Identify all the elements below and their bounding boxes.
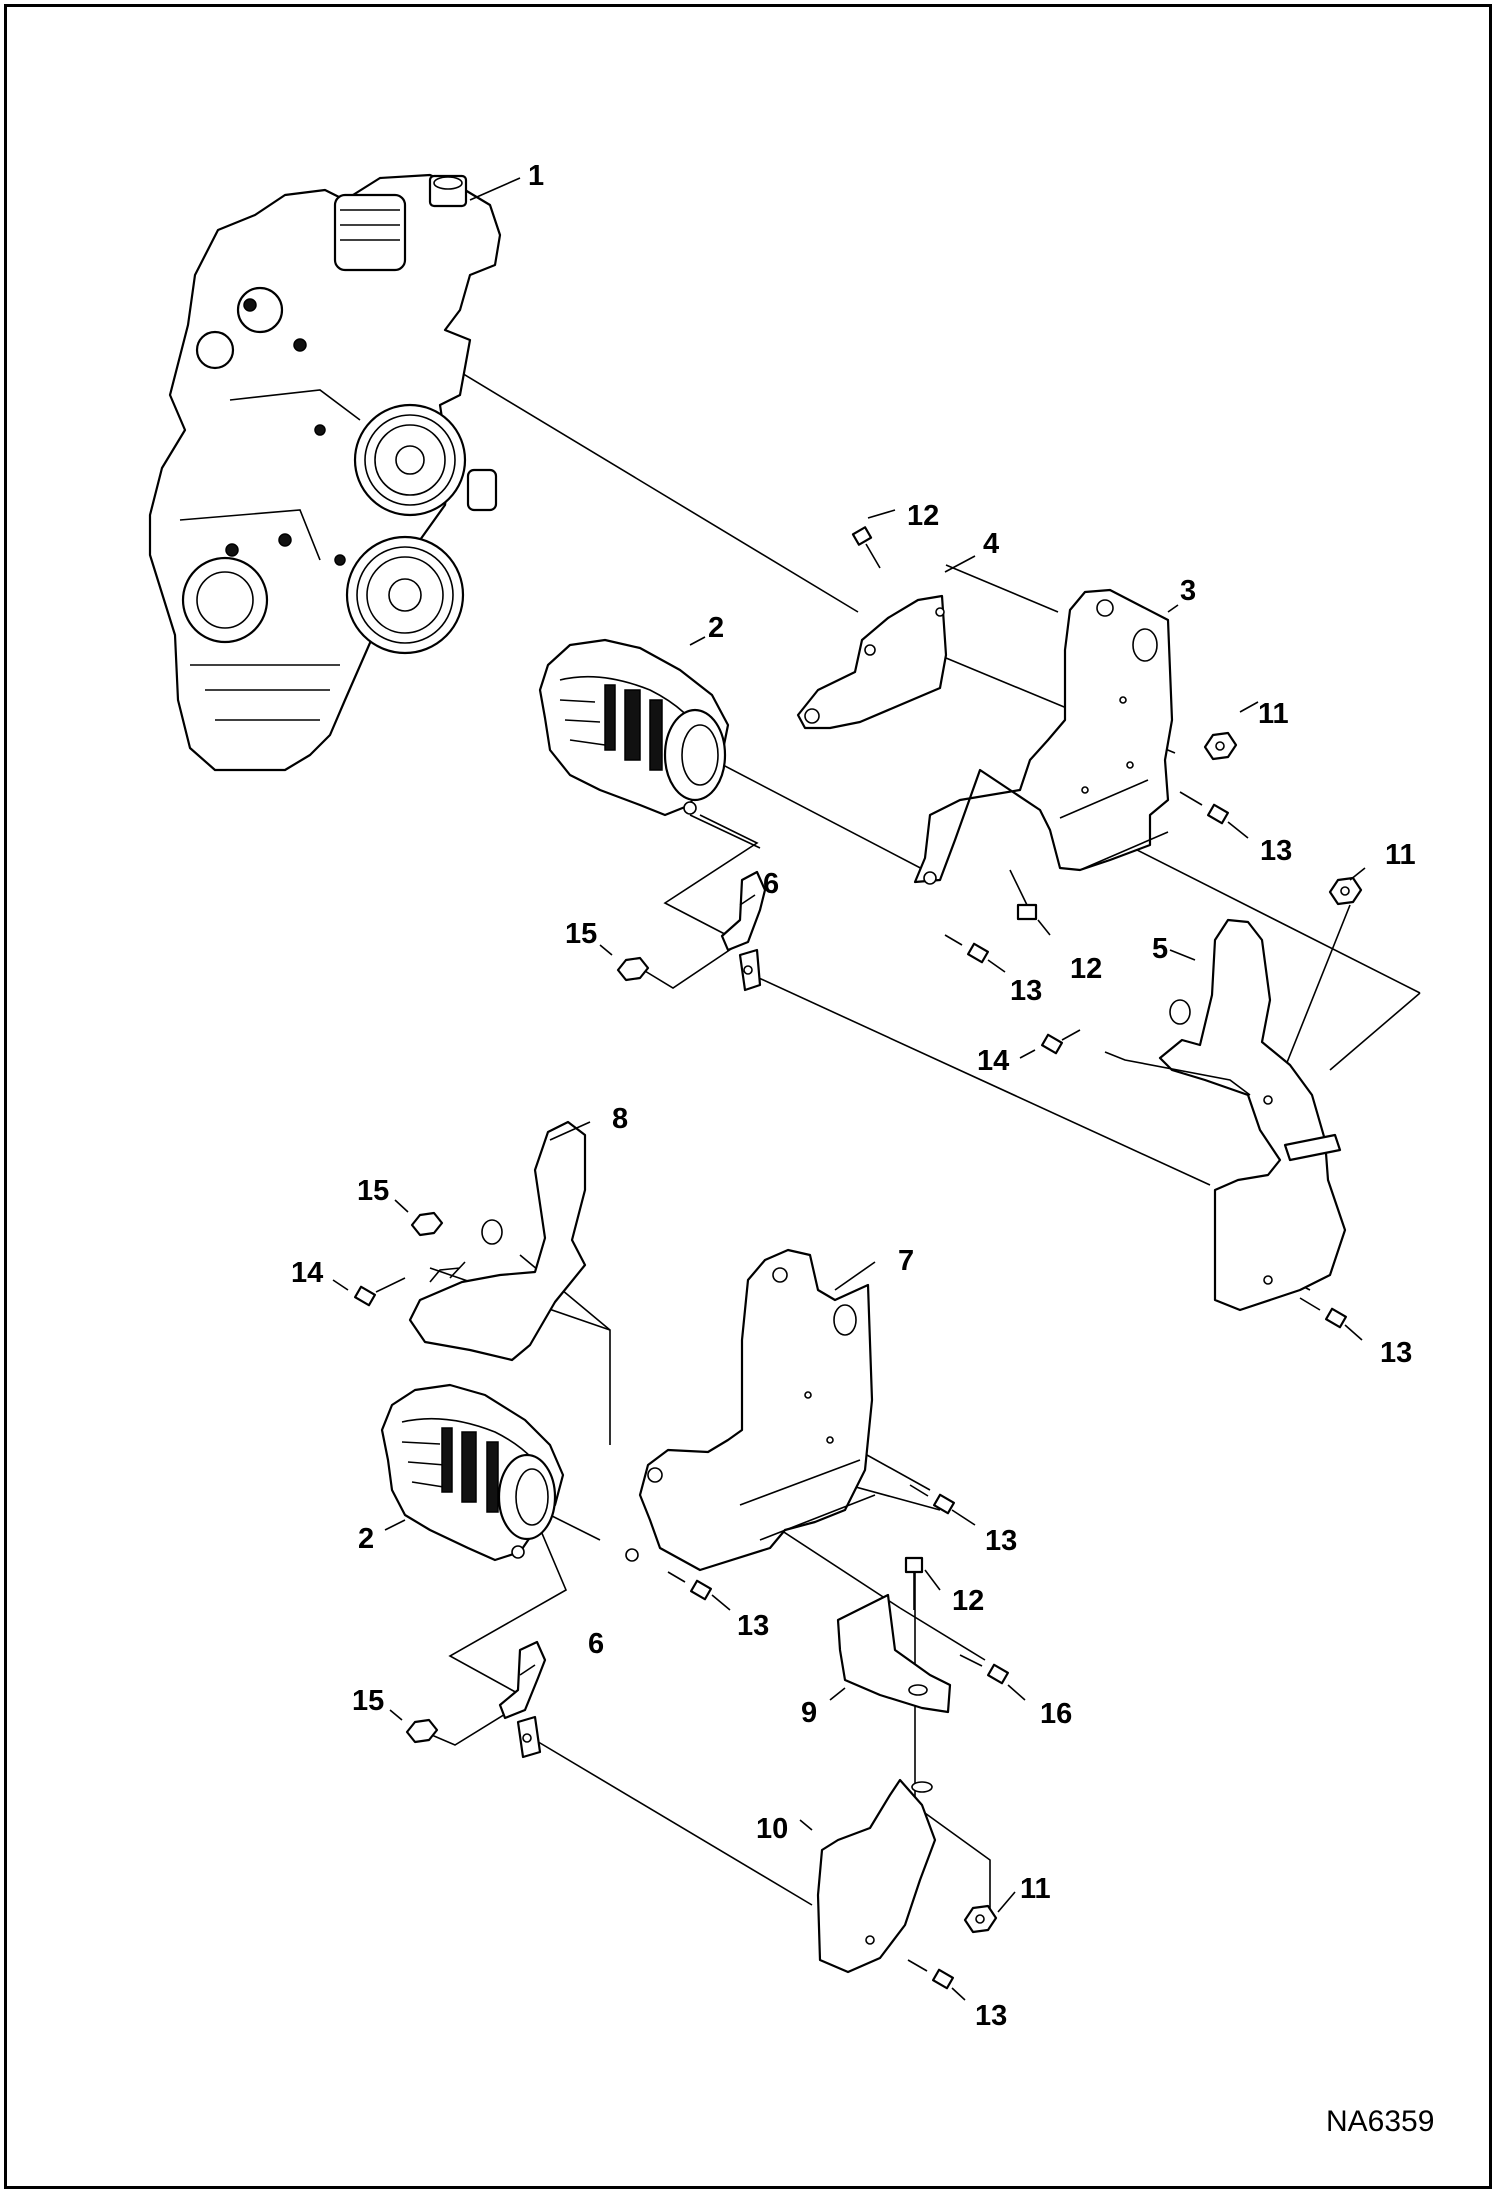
bracket-9-part [836, 1593, 952, 1714]
callout-9: 9 [801, 1697, 817, 1729]
bolt-16-part [959, 1654, 1010, 1685]
bolt-14-lower-part [353, 1277, 406, 1307]
bolt-12-lower-part [904, 1556, 924, 1610]
callout-6-upper: 6 [763, 868, 779, 900]
callout-11-upper: 11 [1258, 698, 1289, 730]
callout-14-lower: 14 [291, 1257, 323, 1289]
bracket-5-part [1104, 918, 1347, 1312]
callout-1: 1 [528, 160, 544, 192]
callout-labels: 1 2 2 3 4 5 6 6 7 8 9 10 11 11 11 12 12 … [291, 160, 1416, 2032]
nut-15-lower-part [405, 1718, 439, 1744]
figure-id: NA6359 [1326, 2105, 1434, 2138]
nut-11-right-part [1328, 876, 1363, 906]
callout-11-right: 11 [1385, 839, 1416, 871]
bracket-6-lower-part [498, 1640, 547, 1759]
bracket-6-upper-part [720, 870, 767, 992]
callout-12-lower: 12 [952, 1585, 984, 1617]
nut-15-upper-part [616, 956, 650, 982]
callout-2-upper: 2 [708, 612, 724, 644]
callout-6-lower: 6 [588, 1628, 604, 1660]
nut-11-lower-part [963, 1904, 998, 1934]
callout-2-lower: 2 [358, 1523, 374, 1555]
callout-11-lower: 11 [1020, 1873, 1051, 1905]
bolt-12-mid-part [1009, 869, 1038, 921]
callout-4: 4 [983, 528, 999, 560]
callout-7: 7 [898, 1245, 914, 1277]
callout-14-upper: 14 [977, 1045, 1009, 1077]
fasteners [353, 526, 1363, 1990]
bolt-14-upper-part [1040, 1029, 1081, 1055]
callout-5: 5 [1152, 933, 1168, 965]
bolt-13-e-part [667, 1571, 713, 1601]
nut-11-upper-part [1203, 731, 1238, 761]
bracket-7-part [625, 1248, 876, 1572]
callout-15-upper: 15 [565, 918, 597, 950]
alternator-lower-part [380, 1383, 565, 1562]
bracket-8-part [408, 1120, 587, 1362]
bolt-13-a-part [1179, 791, 1230, 825]
callout-13-c: 13 [1380, 1337, 1412, 1369]
bolt-13-d-part [909, 1484, 956, 1515]
nut-15-mid-part [410, 1211, 444, 1237]
callout-3: 3 [1180, 575, 1196, 607]
callout-13-a: 13 [1260, 835, 1292, 867]
bracket-4-part [796, 594, 948, 730]
callout-8: 8 [612, 1103, 628, 1135]
bolt-13-c-part [1299, 1297, 1348, 1329]
bolt-12-top-part [851, 526, 881, 569]
callout-12-top: 12 [907, 500, 939, 532]
callout-13-d: 13 [985, 1525, 1017, 1557]
callout-13-e: 13 [737, 1610, 769, 1642]
callout-13-f: 13 [975, 2000, 1007, 2032]
bracket-10-part [816, 1778, 937, 1974]
bolt-13-f-part [907, 1959, 955, 1990]
alternator-upper-part [538, 638, 730, 817]
bracket-3-part [913, 588, 1174, 885]
callout-15-lower: 15 [352, 1685, 384, 1717]
callout-leaders [332, 177, 1366, 2001]
bolt-13-b-part [944, 934, 990, 964]
callout-16: 16 [1040, 1698, 1072, 1730]
callout-15-mid: 15 [357, 1175, 389, 1207]
callout-12-mid: 12 [1070, 953, 1102, 985]
engine-part [148, 173, 502, 772]
callout-10: 10 [756, 1813, 788, 1845]
callout-13-b: 13 [1010, 975, 1042, 1007]
